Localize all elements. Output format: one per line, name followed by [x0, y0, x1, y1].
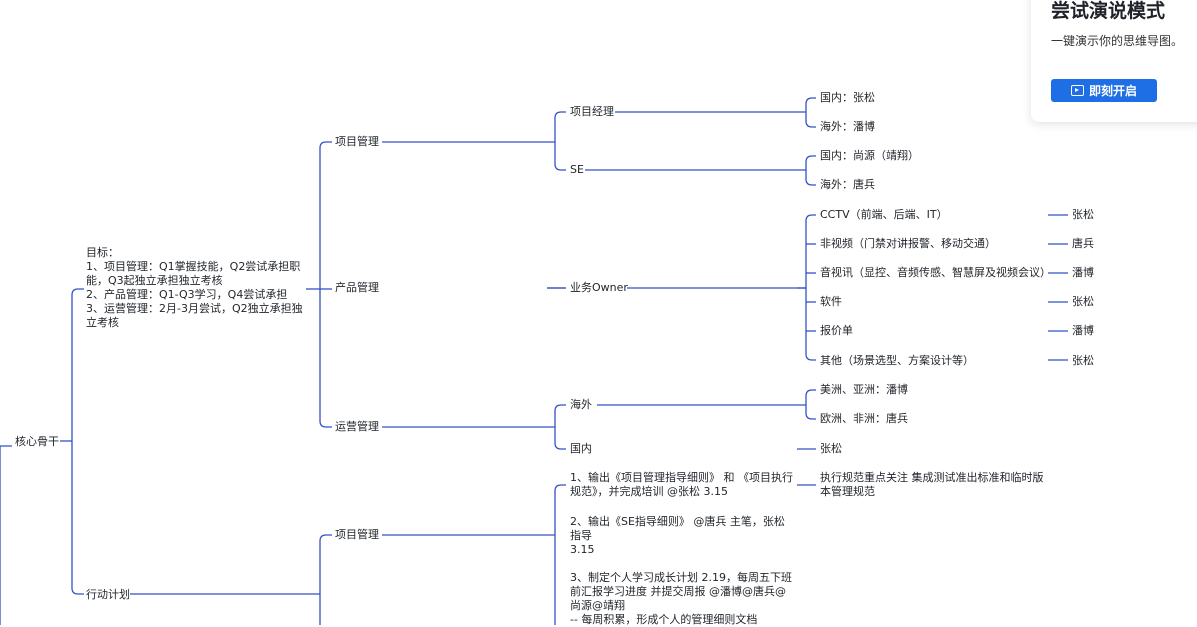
se-domestic-node[interactable]: 国内：尚源（靖翔）: [820, 149, 919, 162]
owner-quote[interactable]: 潘博: [1072, 324, 1094, 337]
root-node[interactable]: 核心骨干: [15, 435, 59, 448]
product-management-node[interactable]: 产品管理: [335, 281, 379, 294]
root-to-plan: [71, 441, 84, 595]
owner-nonvideo[interactable]: 唐兵: [1072, 237, 1094, 250]
pm-domestic-node[interactable]: 国内：张松: [820, 91, 875, 104]
owner-category-quote[interactable]: 报价单: [820, 324, 853, 337]
overseas-europe-africa-node[interactable]: 欧洲、非洲：唐兵: [820, 412, 908, 425]
overseas-children-branch-1: [805, 405, 816, 420]
start-presentation-button[interactable]: 即刻开启: [1051, 79, 1157, 102]
plan-item-1[interactable]: 1、输出《项目管理指导细则》 和 《项目执行规范》，并完成培训 @张松 3.15: [570, 471, 793, 498]
pm-children-branch-1: [554, 142, 566, 171]
action-plan-node[interactable]: 行动计划: [86, 588, 130, 601]
owner-category-software[interactable]: 软件: [820, 295, 842, 308]
domestic-node[interactable]: 国内: [570, 442, 592, 455]
goal-to-ops: [319, 289, 332, 428]
promo-title: 尝试演说模式: [1051, 0, 1166, 22]
owner-cctv[interactable]: 张松: [1072, 208, 1094, 221]
ops-children-branch-1: [554, 427, 566, 450]
operations-management-node[interactable]: 运营管理: [335, 420, 379, 433]
promo-subtitle: 一键演示你的思维导图。: [1051, 34, 1184, 48]
owner-category-nonvideo[interactable]: 非视频（门禁对讲报警、移动交通）: [820, 237, 996, 250]
owner-software[interactable]: 张松: [1072, 295, 1094, 308]
pm-overseas-node[interactable]: 海外：潘博: [820, 120, 875, 133]
overseas-americas-asia-node[interactable]: 美洲、亚洲：潘博: [820, 383, 908, 396]
root-spine: [0, 445, 12, 625]
owner-category-av[interactable]: 音视讯（显控、音频传感、智慧屏及视频会议）: [820, 266, 1051, 279]
owner-av[interactable]: 潘博: [1072, 266, 1094, 279]
se-children-branch-1: [805, 170, 816, 186]
plan-to-pm: [319, 534, 332, 625]
owner-category-other[interactable]: 其他（场景选型、方案设计等）: [820, 354, 974, 367]
pmgr-children-branch-1: [805, 112, 816, 128]
plan-project-management-node[interactable]: 项目管理: [335, 528, 379, 541]
plan-note-node[interactable]: 执行规范重点关注 集成测试准出标准和临时版本管理规范: [820, 471, 1044, 498]
pmgr-children-branch-0: [805, 97, 816, 112]
root-to-goal: [71, 288, 84, 441]
overseas-node[interactable]: 海外: [570, 398, 592, 411]
business-owner-node[interactable]: 业务Owner: [570, 281, 628, 294]
owner-children-branch-5: [805, 288, 816, 361]
domestic-owner-node[interactable]: 张松: [820, 442, 842, 455]
owner-category-cctv[interactable]: CCTV（前端、后端、IT）: [820, 208, 948, 221]
se-children-branch-0: [805, 155, 816, 170]
owner-other[interactable]: 张松: [1072, 354, 1094, 367]
pm-children-branch-0: [554, 111, 566, 142]
start-presentation-label: 即刻开启: [1088, 84, 1137, 98]
owner-children-branch-0: [805, 214, 816, 288]
planpm-to-item1: [554, 484, 566, 535]
goal-node[interactable]: 目标： 1、项目管理：Q1掌握技能，Q2尝试承担职能，Q3起独立承担独立考核 2…: [86, 246, 303, 329]
se-overseas-node[interactable]: 海外：唐兵: [820, 178, 875, 191]
plan-item-3[interactable]: 3、制定个人学习成长计划 2.19，每周五下班前汇报学习进度 并提交周报 @潘博…: [570, 571, 792, 626]
presentation-mode-card: 尝试演说模式 一键演示你的思维导图。 即刻开启: [1031, 0, 1197, 122]
goal-to-pm: [319, 141, 332, 289]
se-node[interactable]: SE: [570, 163, 584, 176]
play-icon: [1070, 85, 1084, 96]
overseas-children-branch-0: [805, 389, 816, 405]
project-manager-node[interactable]: 项目经理: [570, 105, 614, 118]
plan-item-2[interactable]: 2、输出《SE指导细则》 @唐兵 主笔，张松 指导 3.15: [570, 515, 785, 556]
project-management-node[interactable]: 项目管理: [335, 135, 379, 148]
ops-children-branch-0: [554, 404, 566, 427]
